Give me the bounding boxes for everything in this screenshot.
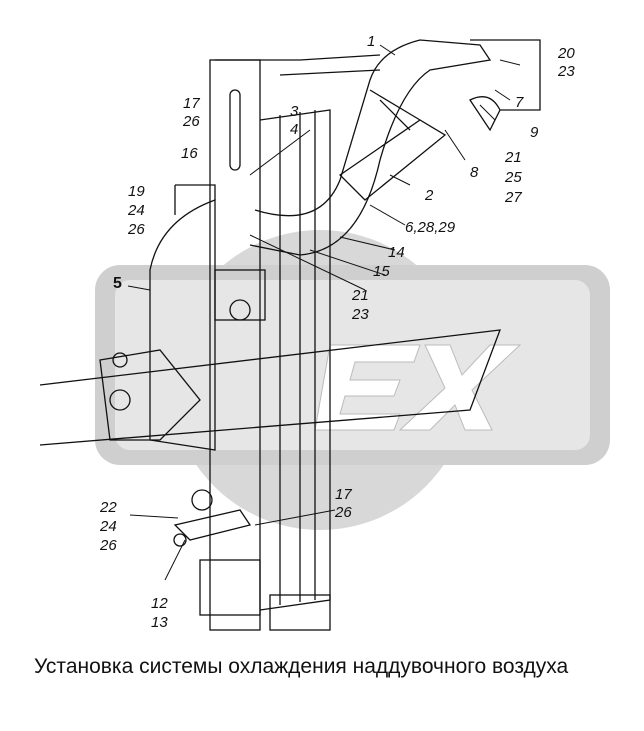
callout-8: 8 [470,164,479,181]
callout-16: 16 [181,145,198,162]
callout-24: 24 [128,202,145,219]
radiator-assembly [39,39,541,631]
callout-2: 2 [425,187,434,204]
cooling-system-drawing [39,39,610,631]
callout-6-28-29: 6,28,29 [405,219,456,236]
callout-26: 26 [335,504,352,521]
callout-17: 17 [335,486,352,503]
callout-17: 17 [183,95,200,112]
callout-23: 23 [352,306,369,323]
callout-3: 3 [290,103,299,120]
watermark-letter-e-shape [314,344,421,431]
callout-27: 27 [505,189,522,206]
callout-9: 9 [530,124,539,141]
callout-21: 21 [352,287,369,304]
callout-20: 20 [558,45,575,62]
callout-21: 21 [505,149,522,166]
callout-7: 7 [515,94,524,111]
callout-1: 1 [367,33,376,50]
callout-22: 22 [100,499,117,516]
callout-26: 26 [128,221,145,238]
leader-lines [127,44,521,581]
callout-26: 26 [183,113,200,130]
callout-19: 19 [128,183,145,200]
callout-23: 23 [558,63,575,80]
figure-caption: Установка системы охлаждения наддувочног… [34,655,569,678]
callout-15: 15 [373,263,390,280]
callout-4: 4 [290,121,299,138]
watermark-letter-x-shape [398,344,522,431]
watermark-logo [95,230,610,530]
callout-12: 12 [151,595,168,612]
callout-14: 14 [388,244,405,261]
callout-5: 5 [113,275,122,292]
callout-13: 13 [151,614,168,631]
callout-25: 25 [505,169,522,186]
callout-26: 26 [100,537,117,554]
callout-24: 24 [100,518,117,535]
